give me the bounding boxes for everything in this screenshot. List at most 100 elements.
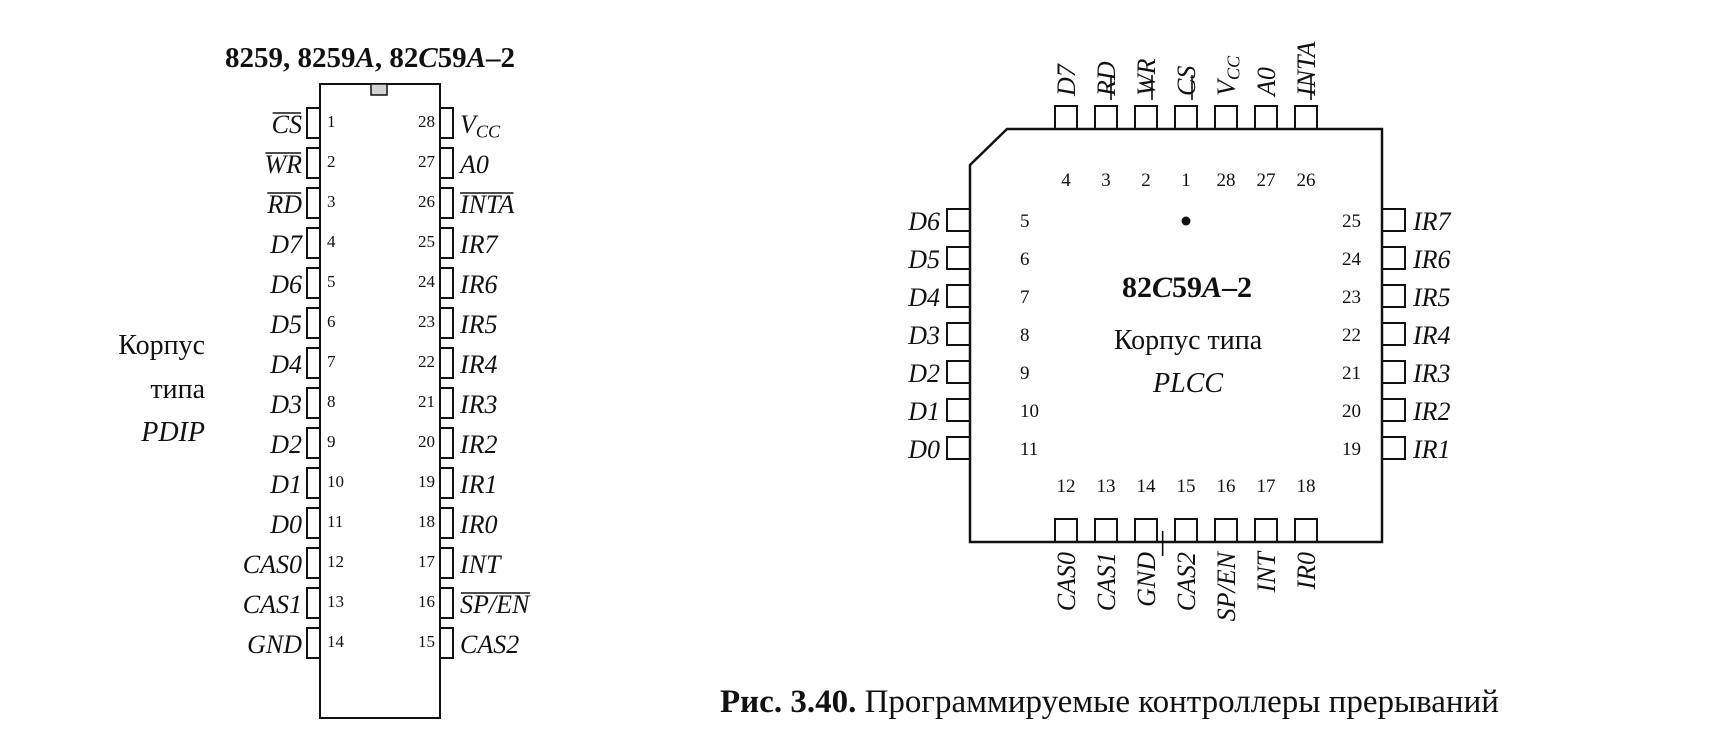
pdip-pin-24-lead (440, 267, 454, 299)
plcc-pin-1-lead (1174, 105, 1198, 129)
plcc-pin-13-lead (1094, 518, 1118, 542)
plcc-pin-number-27: 27 (1257, 170, 1276, 191)
pdip-pin-11-lead (306, 507, 320, 539)
pdip-pin-number-15: 15 (418, 632, 435, 651)
pdip-pin-label-a0: A0 (458, 150, 489, 179)
pdip-pin-label-ir1: IR1 (459, 470, 498, 499)
pdip-pin-number-25: 25 (418, 232, 435, 251)
figure-caption: Рис. 3.40. Программируемые контроллеры п… (720, 684, 1499, 720)
pdip-pin-28-lead (440, 107, 454, 139)
plcc-pin-number-13: 13 (1097, 476, 1116, 497)
pdip-pin-9-lead (306, 427, 320, 459)
plcc-pin-25-lead (1382, 208, 1406, 232)
plcc-pin-label-ir1: IR1 (1412, 435, 1451, 464)
pdip-pin-number-20: 20 (418, 432, 435, 451)
plcc-pin-label-d6: D6 (907, 207, 940, 236)
plcc-pin-number-4: 4 (1061, 170, 1071, 191)
plcc-chip-name-part-1: 82 (1122, 271, 1152, 304)
plcc-pin-label-ir6: IR6 (1412, 245, 1451, 274)
plcc-pin-number-22: 22 (1342, 325, 1361, 346)
plcc-pin-19-lead (1382, 436, 1406, 460)
plcc-pin-14-lead (1134, 518, 1158, 542)
pdip-pin-label-ir6: IR6 (459, 270, 498, 299)
plcc-chip-name-part-2: C (1152, 271, 1173, 304)
plcc-pin-number-15: 15 (1177, 476, 1196, 497)
plcc-pin-label-a0: A0 (1252, 67, 1281, 98)
plcc-pin-number-28: 28 (1217, 170, 1236, 191)
plcc-pin-number-6: 6 (1020, 249, 1030, 270)
plcc-package-line-2: PLCC (1152, 368, 1223, 399)
plcc-pin-label-ir0: IR0 (1292, 552, 1321, 591)
plcc-pin-5-lead (946, 208, 970, 232)
pdip-pin-number-24: 24 (418, 272, 436, 291)
pdip-pin-number-17: 17 (418, 552, 436, 571)
pdip-pin-number-1: 1 (327, 112, 336, 131)
plcc-pin-7-lead (946, 284, 970, 308)
pdip-pin-number-2: 2 (327, 152, 336, 171)
pdip-pin-label-ir0: IR0 (459, 510, 498, 539)
plcc-pin-label-cs: CS (1172, 66, 1201, 96)
plcc-pin-9-lead (946, 360, 970, 384)
plcc-pin-24-lead (1382, 246, 1406, 270)
plcc-pin-number-12: 12 (1057, 476, 1076, 497)
plcc-chip-name-part-4: A (1200, 271, 1222, 304)
pdip-pin-16-lead (440, 587, 454, 619)
pdip-pin-3-lead (306, 187, 320, 219)
pdip-pin-label-sp-en: SP/EN (460, 590, 531, 619)
plcc-pin-16-lead (1214, 518, 1238, 542)
pdip-pin-6-lead (306, 307, 320, 339)
pdip-pin-12-lead (306, 547, 320, 579)
pdip-pin-label-ir3: IR3 (459, 390, 498, 419)
pdip-title: 8259, 8259A, 82C59A–2 (225, 42, 515, 74)
plcc-pin-15-lead (1174, 518, 1198, 542)
plcc-pin-label-cas2: CAS2 (1172, 552, 1201, 611)
pdip-pin-label-d4: D4 (269, 350, 302, 379)
pdip-pin-25-lead (440, 227, 454, 259)
pdip-pin-label-gnd: GND (247, 630, 302, 659)
pdip-pin-14-lead (306, 627, 320, 659)
plcc-pin-label-d0: D0 (907, 435, 940, 464)
plcc-pin-27-lead (1254, 105, 1278, 129)
pdip-pin-number-21: 21 (418, 392, 435, 411)
pdip-pin-1-lead (306, 107, 320, 139)
pdip-pin-label-cas0: CAS0 (243, 550, 302, 579)
pdip-pin-number-4: 4 (327, 232, 336, 251)
plcc-pin-label-cas0: CAS0 (1052, 552, 1081, 611)
plcc-pin-label-d2: D2 (907, 359, 940, 388)
plcc-pin-number-18: 18 (1297, 476, 1316, 497)
pdip-notch-key (370, 83, 388, 96)
plcc-package-line-1: Корпус типа (1114, 325, 1263, 356)
plcc-pin-label-d1: D1 (907, 397, 940, 426)
plcc-pin-number-11: 11 (1020, 439, 1038, 460)
pdip-pin-number-28: 28 (418, 112, 435, 131)
pdip-pin-number-6: 6 (327, 312, 336, 331)
figure-caption-prefix: Рис. 3.40. (720, 684, 856, 720)
pdip-pin-20-lead (440, 427, 454, 459)
plcc-pin-label-int: INT (1252, 550, 1281, 593)
plcc-pin-number-19: 19 (1342, 439, 1361, 460)
pdip-pin-5-lead (306, 267, 320, 299)
pdip-pin-number-9: 9 (327, 432, 336, 451)
plcc-pin-label-gnd: GND (1132, 552, 1161, 607)
pdip-pin-label-d2: D2 (269, 430, 302, 459)
pdip-pin-label-d7: D7 (269, 230, 303, 259)
pdip-pin-number-26: 26 (418, 192, 435, 211)
plcc-pin-22-lead (1382, 322, 1406, 346)
pdip-pin-label-cs: CS (272, 110, 302, 139)
pdip-pin-label-ir5: IR5 (459, 310, 498, 339)
pdip-pin-8-lead (306, 387, 320, 419)
plcc-pin-number-10: 10 (1020, 401, 1039, 422)
plcc-pin-number-8: 8 (1020, 325, 1030, 346)
plcc-pin-label-sp-en: SP/EN (1212, 550, 1241, 621)
pdip-pin-number-7: 7 (327, 352, 336, 371)
pdip-pin-17-lead (440, 547, 454, 579)
plcc-pin-3-lead (1094, 105, 1118, 129)
pdip-pin-label-wr: WR (264, 150, 302, 179)
pdip-pin-label-vcc: VCC (460, 110, 501, 142)
pdip-pin-number-22: 22 (418, 352, 435, 371)
plcc-pin-label-d5: D5 (907, 245, 940, 274)
pdip-pin-label-d0: D0 (269, 510, 302, 539)
pdip-pin-21-lead (440, 387, 454, 419)
